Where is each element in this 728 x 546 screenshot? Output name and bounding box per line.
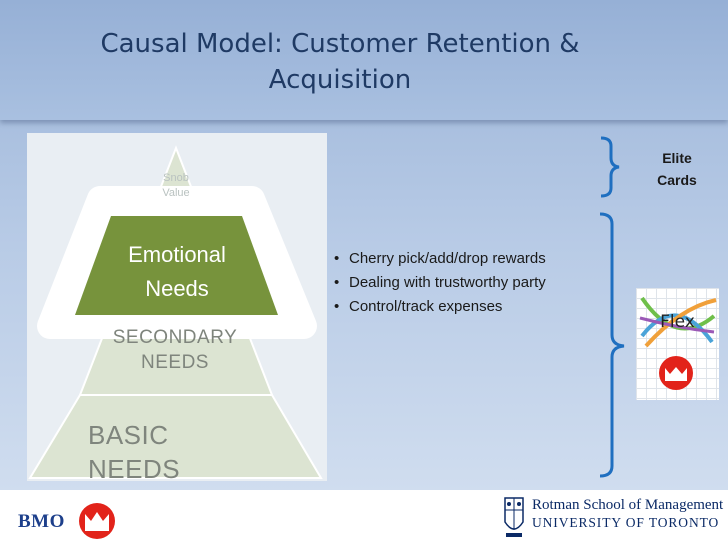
bmo-logo-text: BMO: [18, 511, 65, 532]
university-of-toronto-text: UNIVERSITY OF TORONTO: [532, 515, 720, 530]
emotional-tier: [75, 216, 278, 315]
snob-value-label: Snob Value: [140, 171, 212, 201]
title-line-2: Acquisition: [268, 65, 412, 95]
elite-line-2: Cards: [657, 172, 697, 188]
elite-cards-label: Elite Cards: [644, 147, 710, 191]
title-bar: Causal Model: Customer Retention & Acqui…: [0, 0, 728, 120]
small-brace-icon: [600, 136, 620, 198]
secondary-needs-label: SECONDARY NEEDS: [100, 325, 250, 375]
emotional-needs-label: Emotional Needs: [107, 238, 247, 306]
rotman-school-text: Rotman School of Management: [532, 497, 724, 513]
footer: [0, 490, 728, 546]
flex-arrows-icon: [639, 296, 717, 348]
bmo-roundel-icon: [659, 356, 693, 390]
secondary-line-2: NEEDS: [141, 352, 209, 373]
emotional-line-2: Needs: [145, 276, 209, 301]
uoft-crest-icon: [504, 497, 524, 537]
bmo-logo-icon: [79, 503, 115, 539]
flex-card-image: Flex: [636, 288, 719, 400]
secondary-line-1: SECONDARY: [112, 327, 238, 348]
bullet-item: Control/track expenses: [334, 295, 546, 319]
snob-line-1: Snob: [163, 172, 189, 184]
flex-card-label: Flex: [660, 312, 695, 332]
elite-line-1: Elite: [662, 150, 692, 166]
slide-title: Causal Model: Customer Retention & Acqui…: [40, 26, 640, 98]
bullet-item: Dealing with trustworthy party: [334, 271, 546, 295]
large-brace-icon: [599, 212, 625, 478]
bullet-list: Cherry pick/add/drop rewards Dealing wit…: [334, 247, 546, 319]
basic-needs-label: BASIC NEEDS: [88, 420, 181, 484]
emotional-line-1: Emotional: [128, 242, 226, 267]
snob-line-2: Value: [162, 187, 190, 199]
title-line-1: Causal Model: Customer Retention &: [100, 29, 580, 59]
bullet-item: Cherry pick/add/drop rewards: [334, 247, 546, 271]
